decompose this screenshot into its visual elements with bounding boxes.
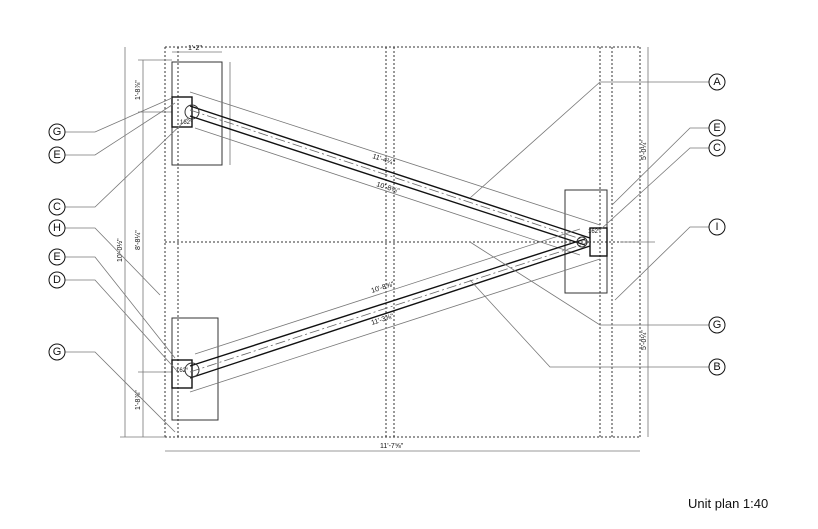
dim-inner-height: 8'-8¼" xyxy=(135,230,142,250)
dim-right-upper: 5'-0¼" xyxy=(641,140,648,160)
svg-text:H: H xyxy=(53,222,61,234)
callout-right-g: G xyxy=(708,316,726,334)
angle-top: 162° xyxy=(180,120,193,126)
dim-right-lower: 5'-0¼" xyxy=(641,330,648,350)
svg-text:I: I xyxy=(715,221,718,233)
callout-left-g-2: G xyxy=(48,343,66,361)
callout-right-a: A xyxy=(708,73,726,91)
svg-text:G: G xyxy=(713,319,722,331)
svg-text:B: B xyxy=(713,361,720,373)
svg-text:A: A xyxy=(713,76,721,88)
leader-lines xyxy=(65,81,709,433)
angle-right: 162° xyxy=(588,229,601,235)
callout-left-e-2: E xyxy=(48,248,66,266)
svg-text:G: G xyxy=(53,126,62,138)
dim-overall-height: 10'-0½" xyxy=(116,238,124,262)
angle-bottom: 162° xyxy=(176,368,189,374)
callout-right-i: I xyxy=(708,218,726,236)
dim-top-width: 1'-2" xyxy=(188,45,202,52)
dim-overall-width: 11'-7⅝" xyxy=(380,443,404,450)
svg-text:C: C xyxy=(713,142,721,154)
dim-bottom-offset: 1'-8⅞" xyxy=(135,390,142,410)
drawing-title: Unit plan 1:40 xyxy=(688,496,769,511)
callout-left-d: D xyxy=(48,271,66,289)
callout-right-c: C xyxy=(708,139,726,157)
outline-grid xyxy=(164,46,641,438)
beams xyxy=(184,91,601,393)
dimension-lines xyxy=(120,47,655,452)
callout-left-h: H xyxy=(48,219,66,237)
svg-text:C: C xyxy=(53,201,61,213)
svg-text:E: E xyxy=(53,251,60,263)
svg-text:G: G xyxy=(53,346,62,358)
dim-top-offset: 1'-8⅞" xyxy=(135,80,142,100)
svg-text:E: E xyxy=(53,149,60,161)
dim-beam-top-outer: 11'-4¼" xyxy=(371,153,396,167)
svg-text:D: D xyxy=(53,274,61,286)
callout-right-e: E xyxy=(708,119,726,137)
callout-left-g-1: G xyxy=(48,123,66,141)
callout-right-b: B xyxy=(708,358,726,376)
callout-left-e-1: E xyxy=(48,146,66,164)
callout-left-c: C xyxy=(48,198,66,216)
svg-text:E: E xyxy=(713,122,720,134)
